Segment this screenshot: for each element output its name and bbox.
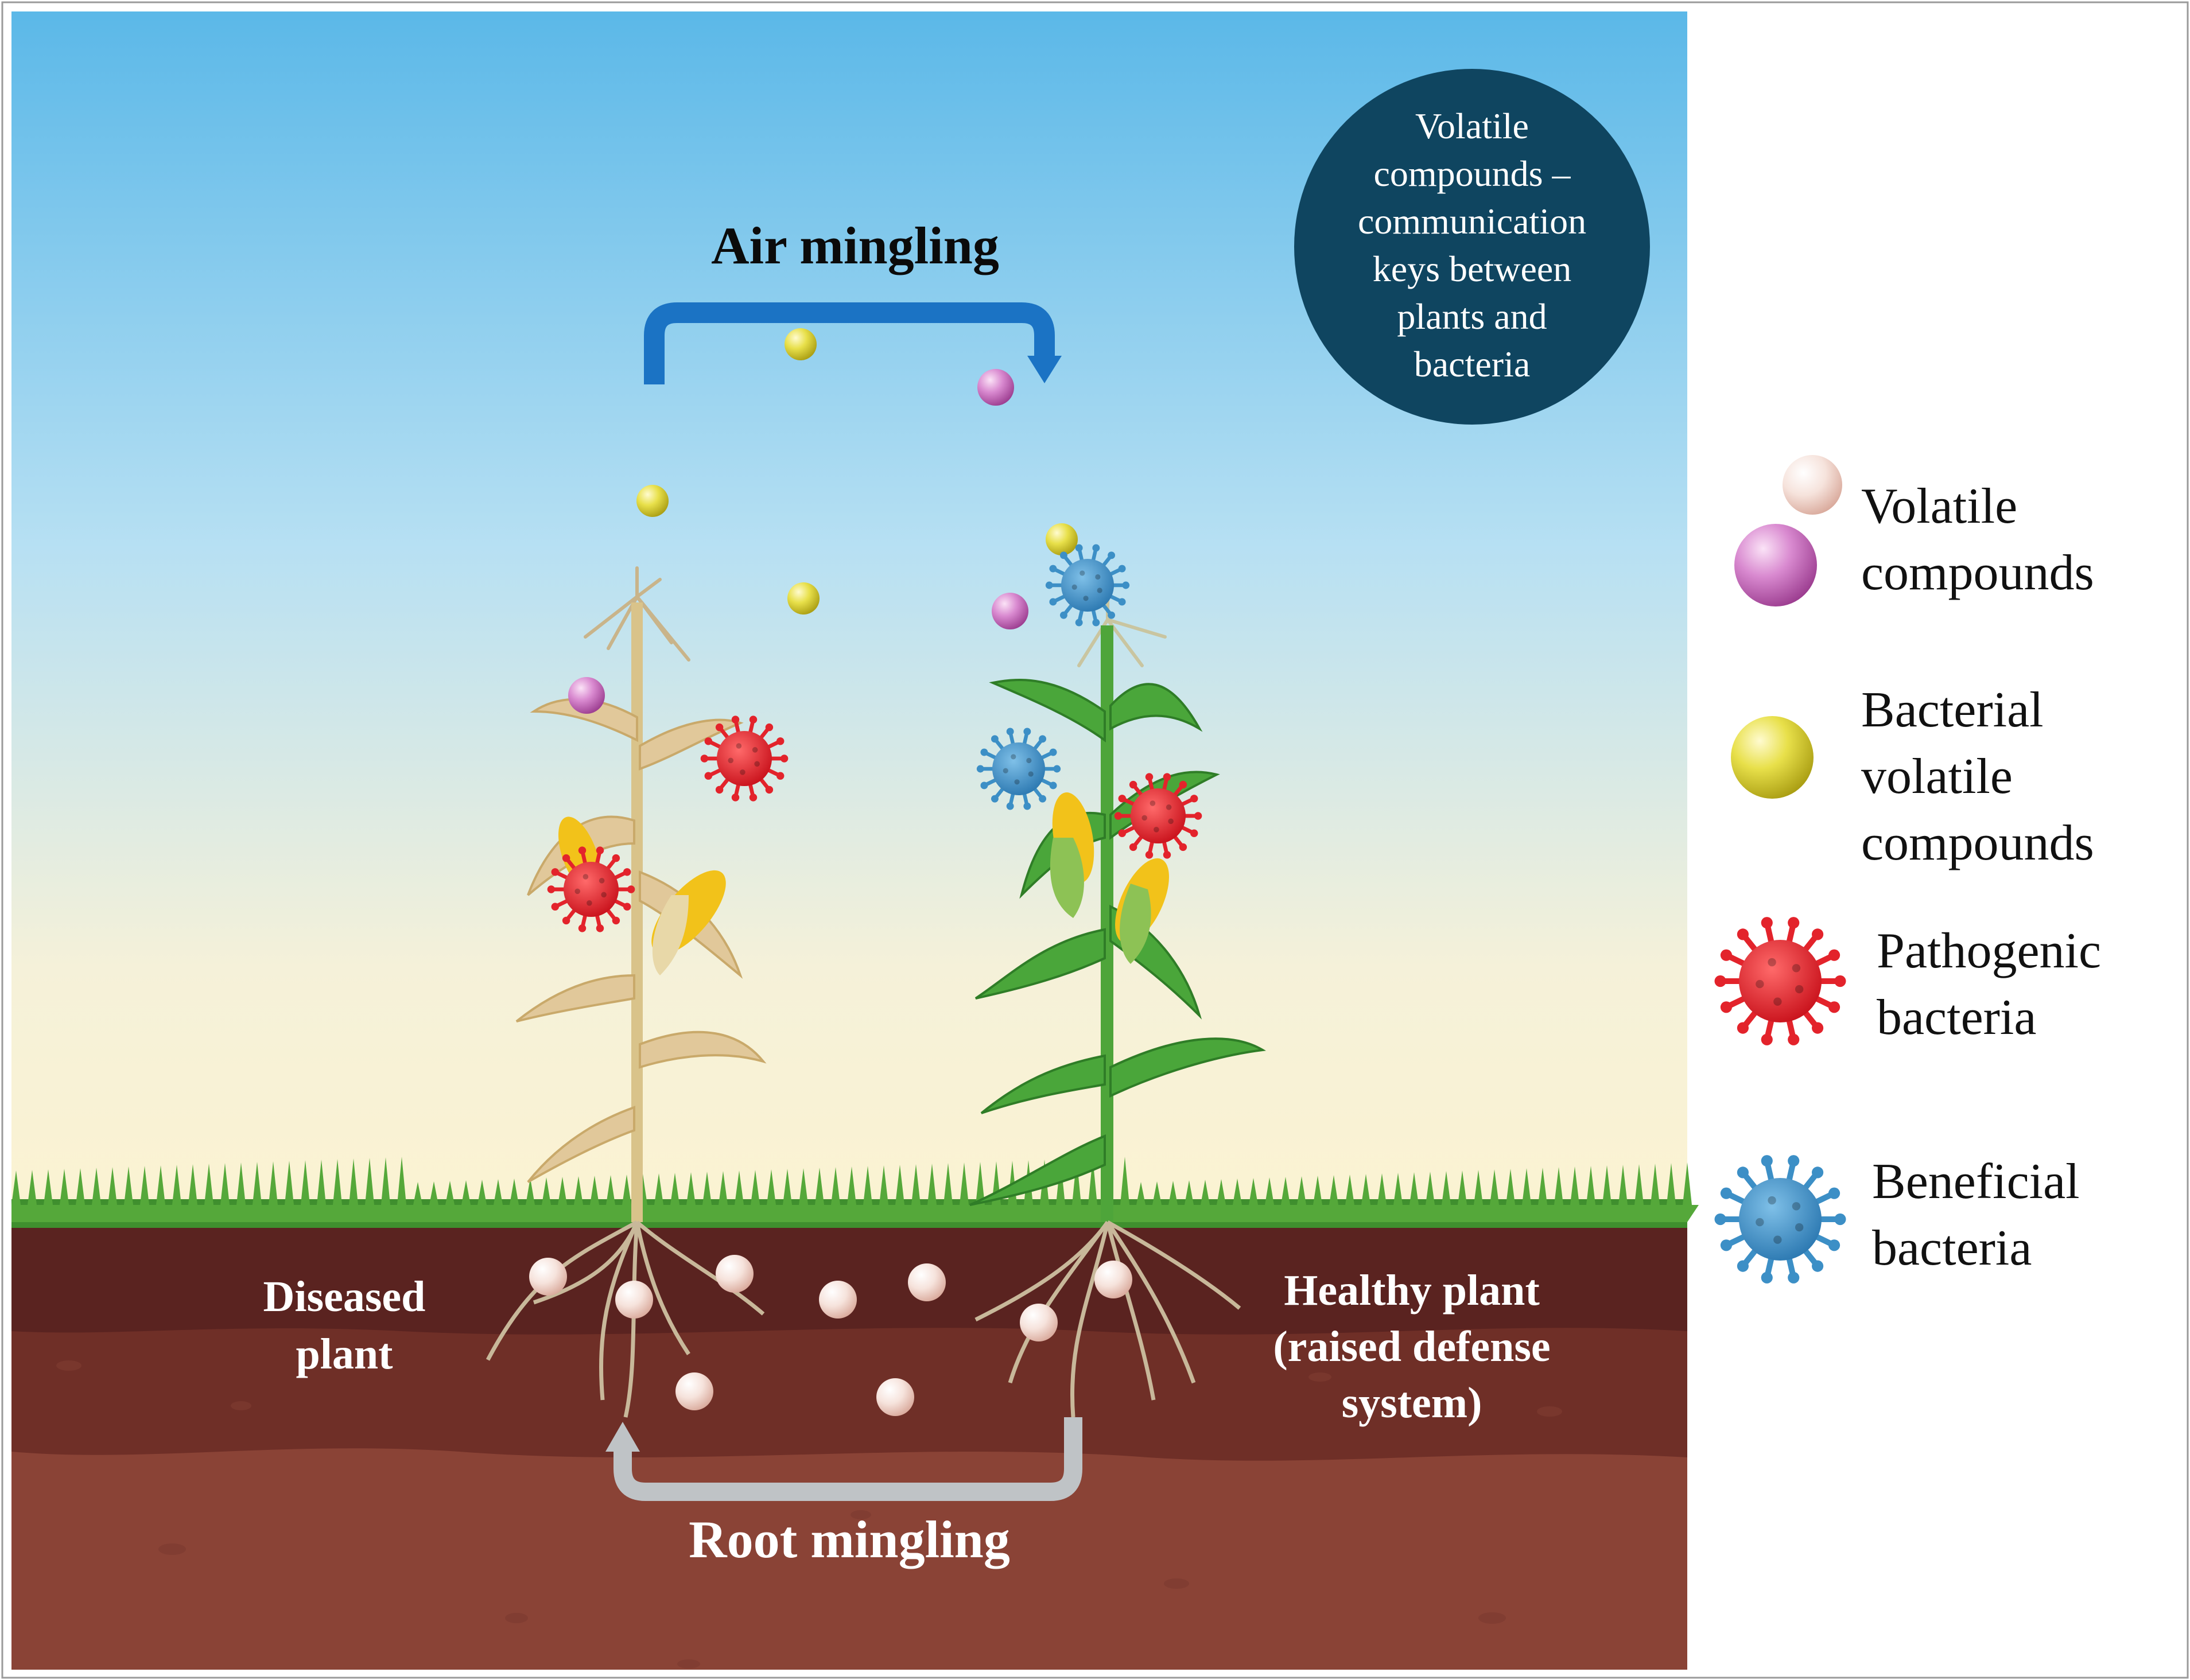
pathogenic-bacteria-icon <box>1714 917 1846 1045</box>
bacterial-volatile-icon <box>785 328 817 360</box>
plant-roots <box>486 1220 1241 1418</box>
volatile-compound-icon <box>1783 455 1842 515</box>
volatile-compound-icon <box>615 1281 653 1319</box>
legend-icons <box>1714 455 1846 1284</box>
info-badge <box>1294 69 1650 425</box>
bacterial-volatile-icon <box>1046 523 1078 555</box>
volatile-compound-icon <box>1734 524 1817 606</box>
air-arrow-head <box>1027 356 1062 383</box>
root-arrow-head <box>605 1422 640 1452</box>
volatile-compound-icon <box>1020 1304 1058 1341</box>
volatile-compound-icon <box>977 369 1014 406</box>
volatile-compound-icon <box>1094 1261 1132 1298</box>
legend-label-pathogenic: Pathogenic bacteria <box>1877 923 2102 1045</box>
legend-label-volatile: Volatile compounds <box>1861 479 2094 601</box>
air-mingling-label: Air mingling <box>711 216 999 275</box>
root-mingling-label: Root mingling <box>689 1510 1010 1569</box>
volatile-compound-icon <box>529 1258 567 1296</box>
legend-label-beneficial: Beneficial bacteria <box>1872 1154 2080 1276</box>
beneficial-bacteria-icon <box>1714 1155 1846 1284</box>
diseased-plant-label: Diseased plant <box>263 1273 426 1378</box>
air-volatile-compounds <box>568 328 1078 714</box>
healthy-plant-label: Healthy plant (raised defense system) <box>1273 1266 1551 1427</box>
air-mingling-arrow <box>644 302 1055 384</box>
volatile-compound-icon <box>908 1263 946 1301</box>
root-mingling-arrow <box>613 1417 1082 1501</box>
bacterial-volatile-icon <box>787 582 820 615</box>
soil-top <box>11 1216 1687 1335</box>
badge-text: Volatile compounds – communication keys … <box>1357 106 1587 384</box>
bacterial-volatile-icon <box>1731 716 1814 799</box>
scene-bacteria <box>547 544 1202 932</box>
pathogenic-bacteria-icon <box>1114 773 1202 859</box>
diseased-plant <box>515 566 767 1222</box>
grass-strip <box>11 1157 1699 1228</box>
pathogenic-bacteria-icon <box>700 715 789 802</box>
pathogenic-bacteria-icon <box>547 846 635 932</box>
bacterial-volatile-icon <box>636 485 669 517</box>
volatile-compound-icon <box>819 1281 857 1319</box>
legend-label-bacterial-volatile: Bacterial volatile compounds <box>1861 682 2094 871</box>
volatile-compound-icon <box>568 677 605 714</box>
beneficial-bacteria-icon <box>976 728 1061 810</box>
volatile-compound-icon <box>716 1255 754 1293</box>
volatile-compound-icon <box>876 1378 914 1416</box>
root-volatile-compounds <box>529 1255 1132 1416</box>
beneficial-bacteria-icon <box>1045 544 1130 627</box>
volatile-compound-icon <box>675 1372 713 1410</box>
volatile-compound-icon <box>992 593 1028 629</box>
soil-specks <box>56 1360 1562 1669</box>
